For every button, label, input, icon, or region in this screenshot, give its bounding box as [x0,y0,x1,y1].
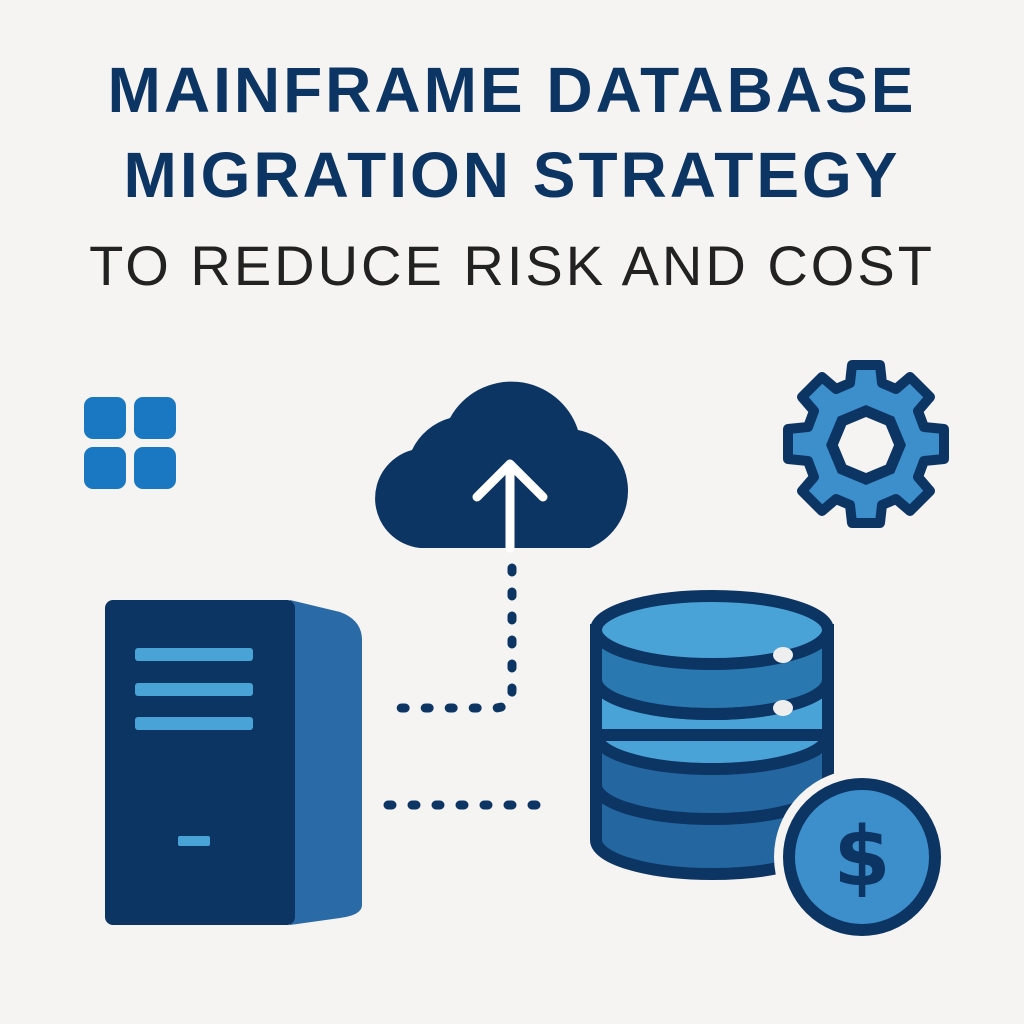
dotted-connector [383,563,553,810]
title-line-1: MAINFRAME DATABASE [107,54,917,126]
database-icon [590,590,834,880]
windows-logo-icon [84,397,176,489]
server-icon [105,600,362,925]
dollar-coin-icon: $ [774,769,950,945]
gear-icon [783,360,949,528]
subtitle: TO REDUCE RISK AND COST [89,234,935,297]
cloud-upload-icon [375,381,629,553]
arrow-up-icon [472,459,548,553]
dollar-sign: $ [833,810,890,905]
title-line-2: MIGRATION STRATEGY [123,139,901,211]
